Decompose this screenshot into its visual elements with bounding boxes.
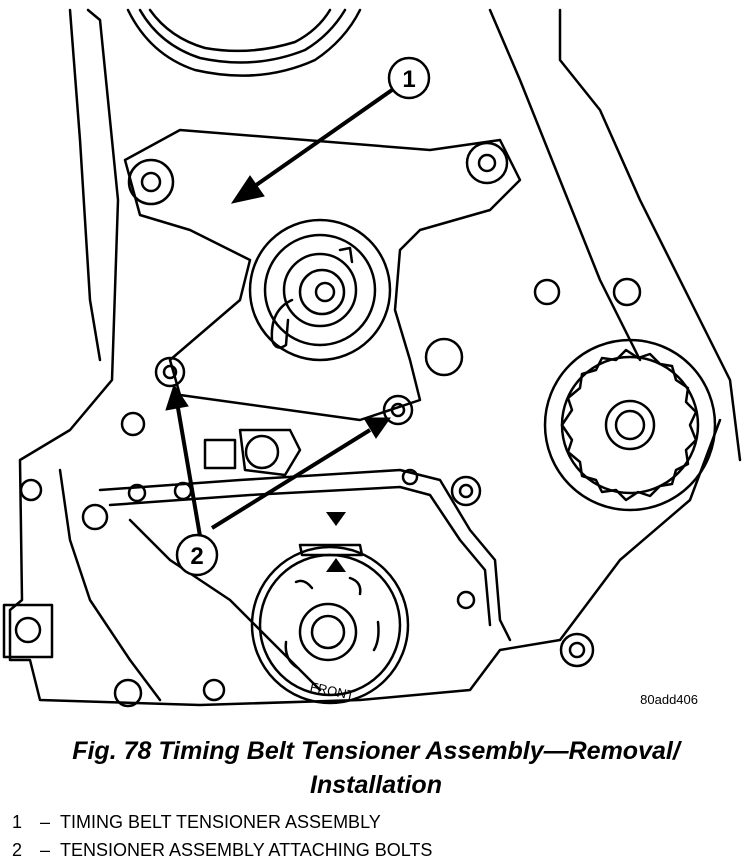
callout-1-circle	[387, 56, 431, 100]
timing-cover-outline	[8, 8, 722, 707]
legend-item: 1–TIMING BELT TENSIONER ASSEMBLY	[12, 808, 432, 836]
cover-flange-inner	[108, 485, 492, 627]
block-edge-left	[68, 8, 102, 362]
callout-1-leader	[250, 88, 394, 190]
legend-number: 2	[12, 840, 23, 860]
engine-diagram: 1 2 FRONT 80add406	[2, 8, 742, 708]
cover-flange	[98, 468, 512, 642]
legend-dash: –	[39, 840, 50, 860]
crankshaft-sprocket	[543, 338, 717, 512]
callout-2-circle	[175, 533, 219, 577]
timing-mark-top	[326, 512, 346, 526]
lower-pulley	[250, 543, 410, 705]
legend-item: 2–TENSIONER ASSEMBLY ATTACHING BOLTS	[12, 836, 432, 864]
camshaft-sprocket	[126, 8, 362, 77]
timing-mark-bottom	[326, 558, 346, 572]
callout-2-label: 2	[190, 543, 203, 570]
caption-line-1: Fig. 78 Timing Belt Tensioner Assembly—R…	[72, 737, 680, 765]
figure-caption: Fig. 78 Timing Belt Tensioner Assembly—R…	[0, 734, 752, 802]
tensioner-bracket	[123, 128, 522, 422]
idler-bracket	[203, 438, 237, 470]
legend-dash: –	[39, 812, 50, 832]
caption-line-2: Installation	[310, 771, 442, 799]
block-edge-inner	[488, 8, 642, 362]
bolt-upper-left	[154, 356, 186, 388]
legend-text: TIMING BELT TENSIONER ASSEMBLY	[60, 812, 381, 832]
callout-2-leader-a	[176, 407, 202, 537]
legend: 1–TIMING BELT TENSIONER ASSEMBLY 2–TENSI…	[12, 808, 432, 864]
callout-1-label: 1	[402, 66, 415, 93]
legend-text: TENSIONER ASSEMBLY ATTACHING BOLTS	[60, 840, 433, 860]
front-label: FRONT	[309, 679, 356, 703]
tensioner-assembly	[248, 218, 392, 362]
callout-1-arrowhead	[230, 175, 265, 204]
block-edge-right	[558, 8, 742, 462]
bolt-right	[382, 394, 414, 426]
callout-2-leader-b	[210, 428, 372, 530]
lower-housing-2	[58, 468, 162, 702]
legend-number: 1	[12, 812, 23, 832]
figure-code: 80add406	[640, 692, 698, 707]
